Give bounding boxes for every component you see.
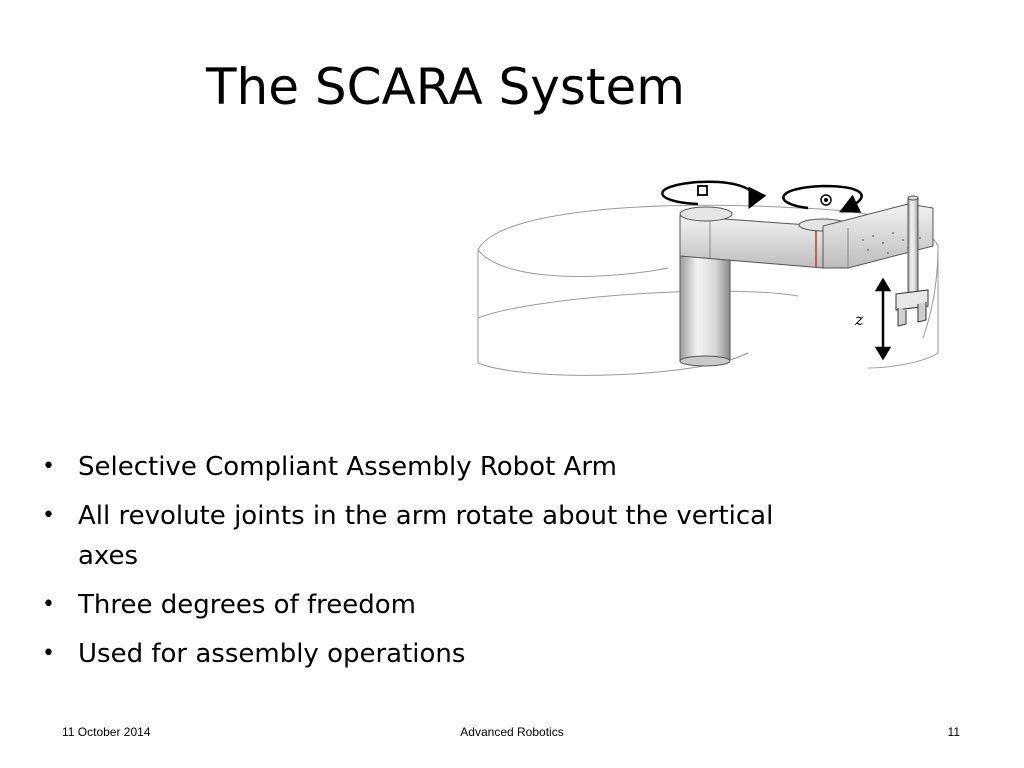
list-item: • Used for assembly operations — [40, 634, 840, 674]
bullet-text: Selective Compliant Assembly Robot Arm — [78, 452, 617, 482]
bullet-text: Three degrees of freedom — [78, 590, 416, 620]
bullet-icon: • — [42, 641, 55, 666]
prismatic-joint-symbol-icon — [697, 185, 708, 196]
z-axis-shaft-and-gripper — [895, 195, 929, 327]
list-item: • Three degrees of freedom — [40, 585, 840, 625]
footer-page-number: 11 — [947, 725, 960, 739]
footer-date: 11 October 2014 — [62, 725, 151, 739]
footer-course: Advanced Robotics — [460, 725, 564, 739]
bullet-list: •Selective Compliant Assembly Robot Arm … — [40, 447, 840, 683]
base-column — [679, 252, 731, 367]
z-axis-label: z — [854, 310, 864, 329]
scara-robot-diagram: z — [477, 180, 939, 376]
bullet-icon: • — [42, 454, 55, 479]
bullet-text: Used for assembly operations — [78, 639, 466, 669]
joint-1-rotation-arrow — [661, 180, 767, 209]
bullet-icon: • — [42, 592, 55, 617]
slide-title: The SCARA System — [206, 58, 686, 116]
bullet-text: All revolute joints in the arm rotate ab… — [78, 501, 774, 571]
bullet-icon: • — [42, 503, 55, 528]
z-axis-double-arrow — [874, 277, 892, 361]
list-item: • All revolute joints in the arm rotate a… — [40, 496, 840, 576]
list-item: • Selective Compliant Assembly Robot Arm — [40, 447, 840, 487]
joint-2-rotation-arrow — [782, 184, 863, 213]
revolute-joint-symbol-icon — [820, 194, 832, 206]
